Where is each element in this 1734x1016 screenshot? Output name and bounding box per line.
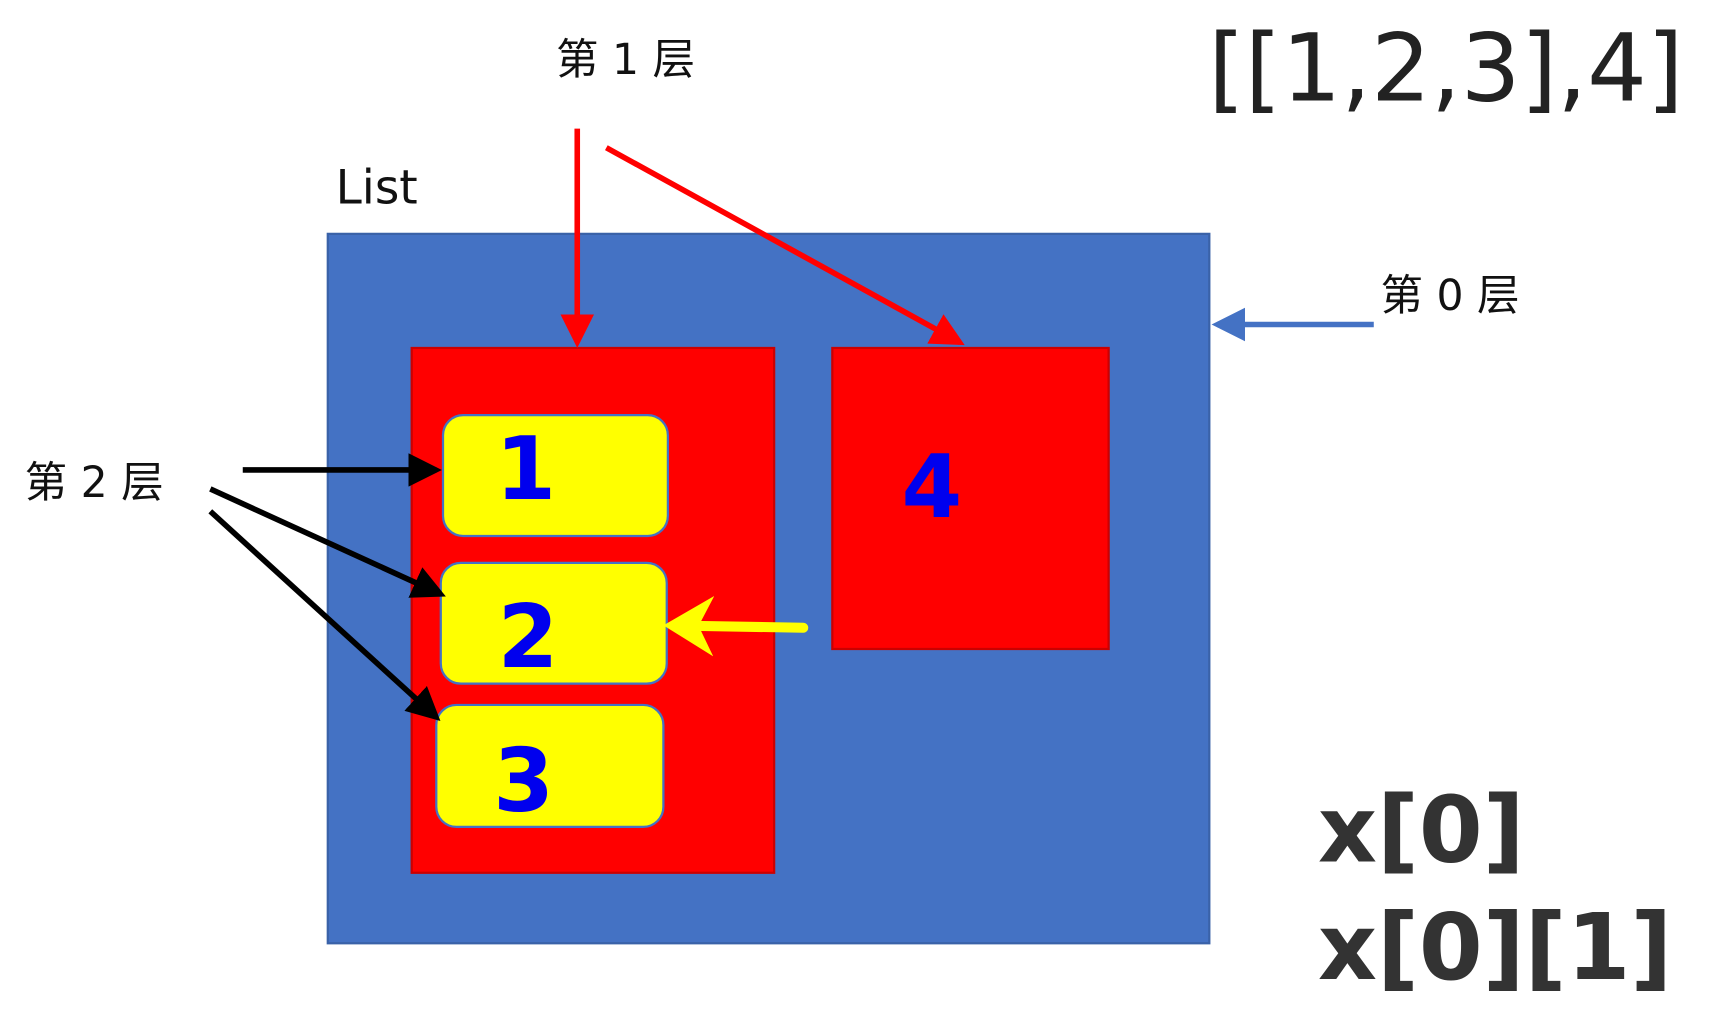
index-arrow <box>663 595 809 657</box>
index-expression-1: x[0] <box>1318 777 1525 884</box>
item-1-box <box>441 414 669 538</box>
index-expression-2: x[0][1] <box>1318 894 1672 1001</box>
item-4-box <box>831 346 1110 651</box>
item-4-label: 4 <box>902 436 963 538</box>
item-2-label: 2 <box>498 586 559 688</box>
layer2-label: 第 2 层 <box>25 459 164 508</box>
list-label: List <box>336 161 418 216</box>
layer2-arrow-3 <box>208 509 441 722</box>
list-literal: [[1,2,3],4] <box>1208 15 1683 124</box>
layer2-arrow-2 <box>209 486 446 598</box>
item-3-box <box>435 703 665 829</box>
layer0-label: 第 0 层 <box>1380 272 1519 321</box>
layer1-label: 第 1 层 <box>556 36 695 85</box>
item-3-label: 3 <box>493 730 554 832</box>
layer1-arrow-b <box>604 145 965 346</box>
item-1-label: 1 <box>495 418 556 520</box>
